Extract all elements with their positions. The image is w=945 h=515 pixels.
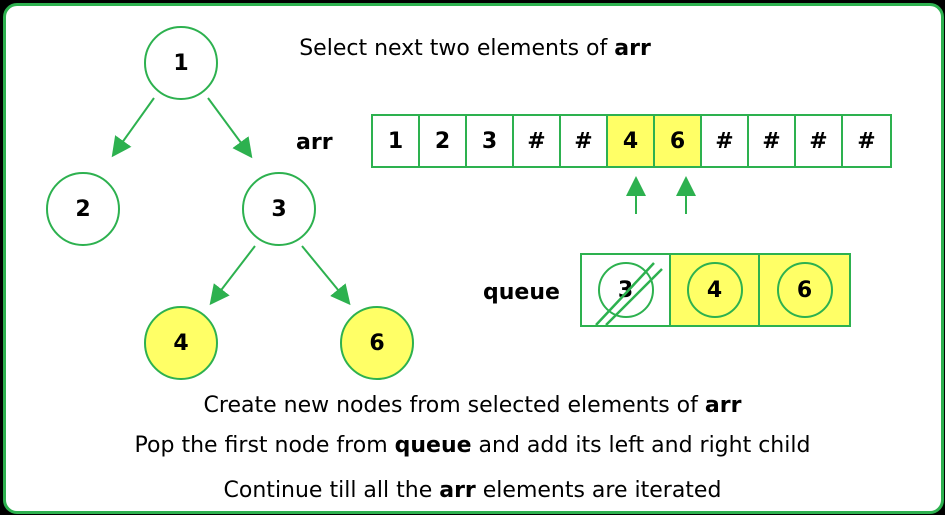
- tree-node-4: 4: [144, 306, 218, 380]
- tree-node-label: 3: [271, 196, 287, 222]
- footer-line-3-bold: arr: [439, 478, 476, 503]
- header-text: Select next two elements of arr: [235, 36, 715, 61]
- queue-node: 4: [686, 262, 743, 318]
- arr-cell: 6: [655, 116, 702, 166]
- footer-line-3: Continue till all the arr elements are i…: [0, 478, 945, 503]
- tree-node-label: 1: [173, 50, 189, 76]
- queue-node: 6: [776, 262, 833, 318]
- arr-cell: #: [514, 116, 561, 166]
- tree-node-3: 3: [242, 172, 316, 246]
- edge-1-2: [111, 97, 155, 158]
- arr-cell: #: [561, 116, 608, 166]
- arr-label: arr: [296, 130, 333, 155]
- arr-cell: 4: [608, 116, 655, 166]
- footer-line-1-plain: Create new nodes from selected elements …: [203, 393, 705, 418]
- tree-node-6: 6: [340, 306, 414, 380]
- arr-cell: #: [749, 116, 796, 166]
- footer-line-2-bold: queue: [394, 433, 472, 458]
- footer-line-2-tail: and add its left and right child: [471, 433, 811, 458]
- arr-cell: #: [857, 128, 876, 154]
- footer-line-2: Pop the first node from queue and add it…: [0, 433, 945, 458]
- footer-line-3-tail: elements are iterated: [475, 478, 722, 503]
- popped-strike-mark: [595, 262, 663, 325]
- edge-3-4: [209, 245, 256, 306]
- arr-cell: 1: [373, 116, 420, 166]
- edge-3-6: [301, 245, 351, 306]
- tree-node-2: 2: [46, 172, 120, 246]
- header-text-bold: arr: [614, 36, 651, 61]
- footer-line-2-plain: Pop the first node from: [134, 433, 395, 458]
- footer-line-1: Create new nodes from selected elements …: [0, 393, 945, 418]
- queue-cell: 3: [582, 255, 671, 325]
- header-text-plain: Select next two elements of: [299, 36, 615, 61]
- arr-cell: 3: [467, 116, 514, 166]
- footer-line-1-bold: arr: [704, 393, 742, 418]
- arr-cell: 2: [420, 116, 467, 166]
- tree-node-label: 2: [75, 196, 91, 222]
- queue-label: queue: [483, 280, 560, 305]
- queue-cell: 4: [671, 255, 760, 325]
- tree-node-label: 6: [369, 330, 385, 356]
- arr-cell: #: [702, 116, 749, 166]
- footer-line-3-plain: Continue till all the: [223, 478, 440, 503]
- queue-cell: 6: [760, 255, 849, 325]
- tree-node-label: 4: [173, 330, 189, 356]
- edge-1-3: [207, 97, 253, 159]
- tree-node-1: 1: [144, 26, 218, 100]
- arr-cell: #: [796, 116, 843, 166]
